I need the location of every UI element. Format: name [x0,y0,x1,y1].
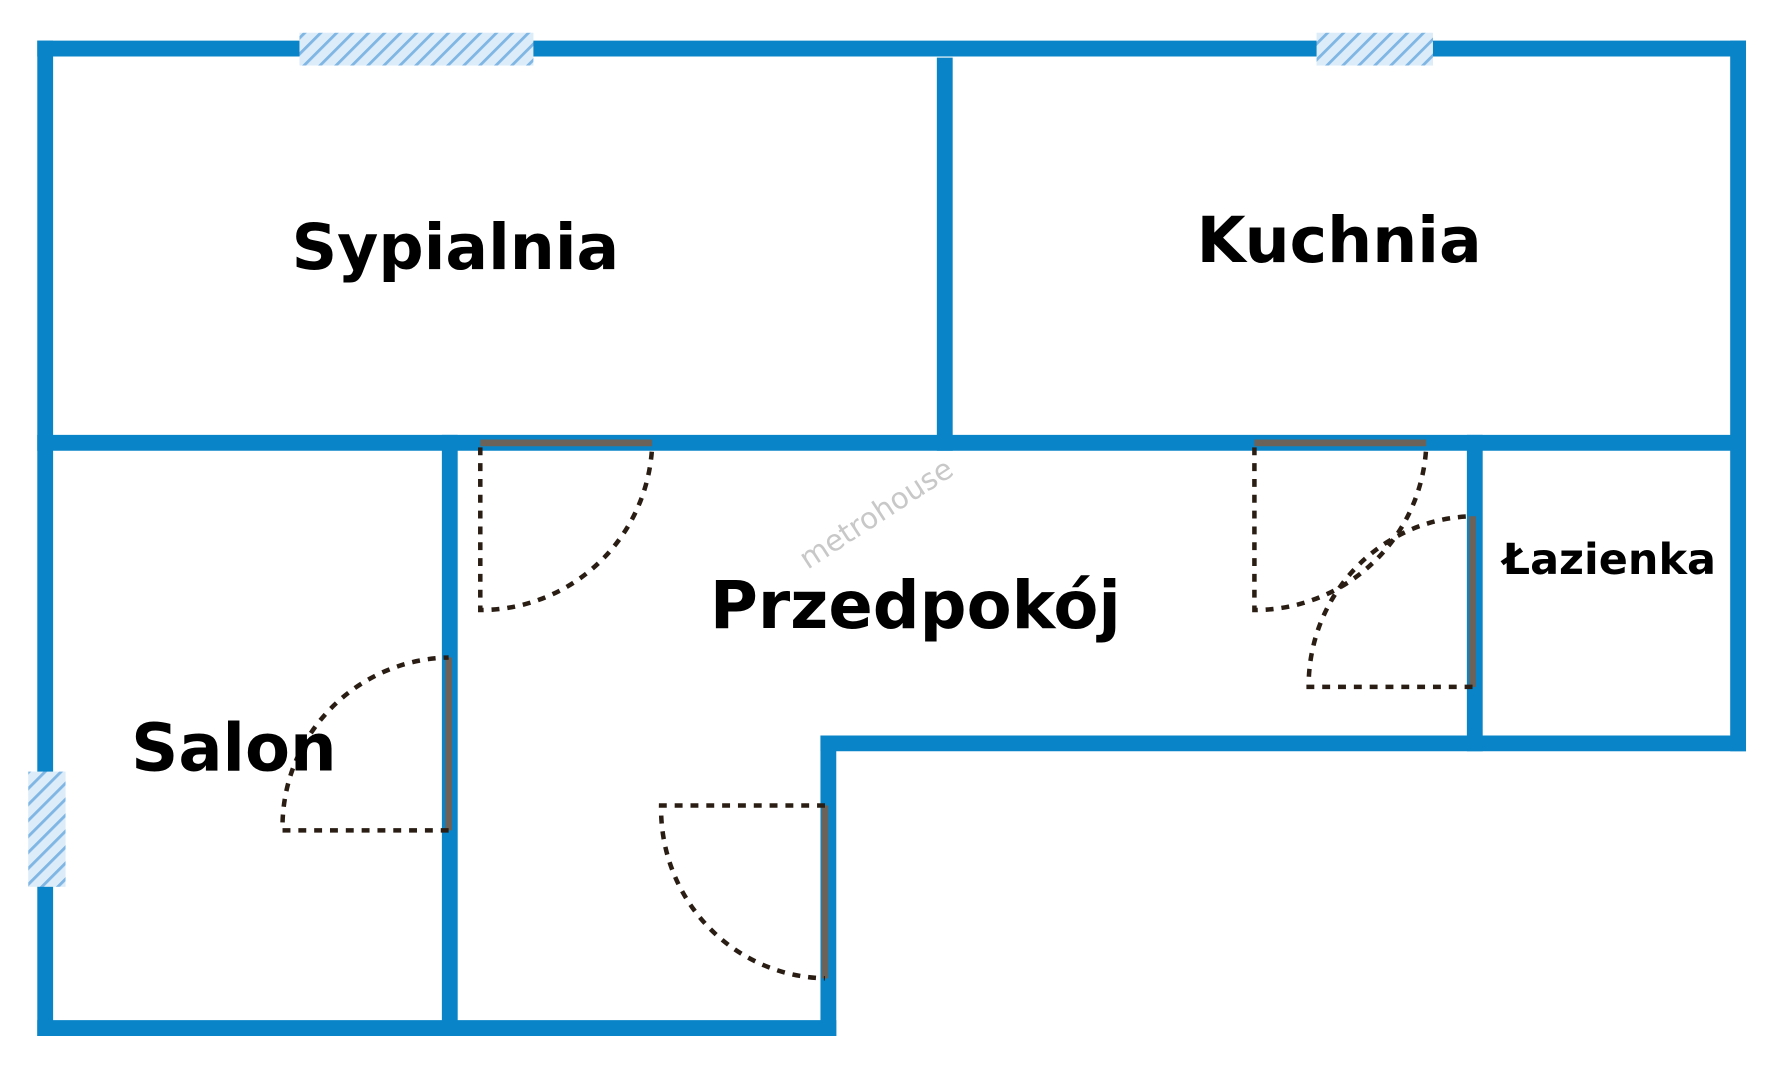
door-entrance [658,803,829,981]
room-label-sypialnia: Sypialnia [292,210,620,284]
doors [280,439,1476,981]
room-label-salon: Salon [131,710,337,786]
room-label-przedpokoj: Przedpokój [710,568,1121,644]
door-lazienka [1306,514,1476,690]
room-label-kuchnia: Kuchnia [1197,203,1482,277]
window-salon [28,771,66,887]
walls [37,40,1747,1036]
window-kuchnia [1316,32,1433,66]
door-salon [280,655,453,833]
watermark: metrohouse [793,451,959,575]
room-label-lazienka: Łazienka [1501,535,1716,585]
window-sypialnia [299,32,534,66]
door-kuchnia [1252,439,1429,613]
door-sypialnia [478,439,655,613]
windows [28,32,1433,887]
